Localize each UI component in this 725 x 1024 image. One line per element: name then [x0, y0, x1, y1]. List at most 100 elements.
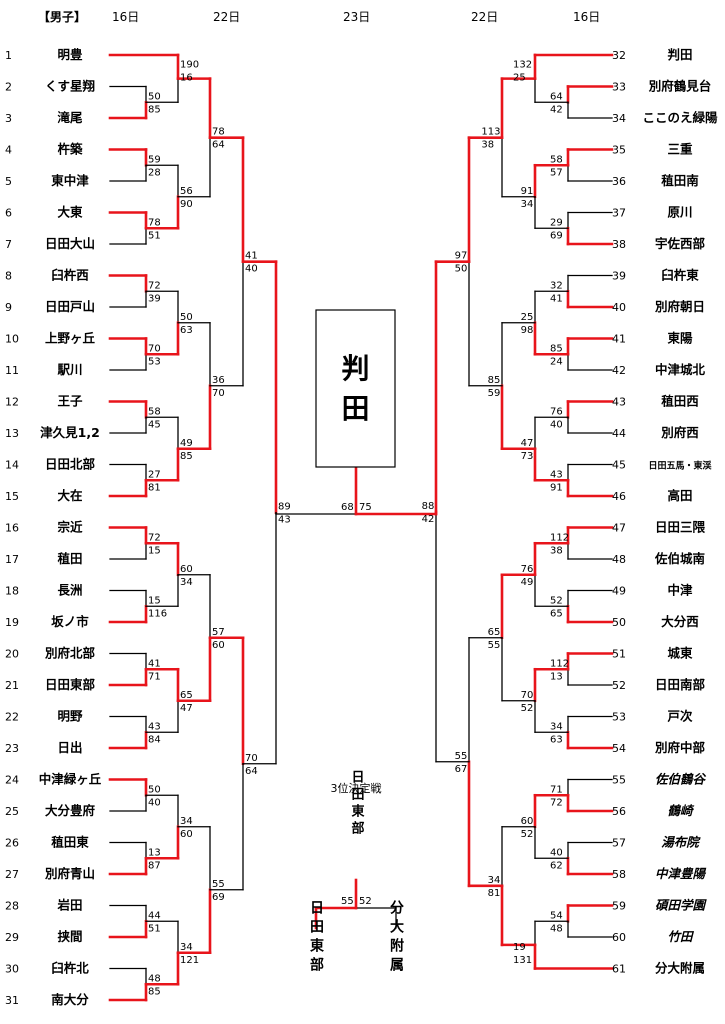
- team-name: 中津豊陽: [655, 866, 707, 881]
- team-name: 岩田: [56, 898, 82, 913]
- team-name: 日田戸山: [45, 299, 95, 314]
- team-number: 16: [5, 522, 19, 535]
- team-name: 杵築: [57, 142, 83, 157]
- score-label: 70: [245, 753, 258, 764]
- score-label: 121: [180, 955, 199, 966]
- team-name: 坂ノ市: [51, 614, 89, 629]
- score-label: 19: [513, 942, 526, 953]
- team-number: 44: [612, 427, 626, 440]
- score-label: 57: [212, 627, 225, 638]
- team-name: 日田北部: [45, 457, 96, 472]
- score-label: 28: [148, 167, 161, 178]
- score-label: 97: [455, 251, 468, 262]
- score-label: 71: [550, 784, 563, 795]
- score-label: 72: [148, 532, 161, 543]
- team-name: 鶴崎: [667, 803, 695, 818]
- scores: 5085592878517239705358452781721515116417…: [148, 60, 569, 998]
- score-label: 73: [521, 451, 534, 462]
- score-label: 47: [521, 438, 534, 449]
- team-number: 27: [5, 868, 19, 881]
- score-label: 88: [422, 501, 435, 512]
- score-label: 32: [550, 280, 563, 291]
- team-name: 稙田: [57, 551, 82, 566]
- team-name: 分大附属: [655, 961, 705, 976]
- score-label: 65: [550, 608, 563, 619]
- score-label: 53: [148, 356, 161, 367]
- team-number: 6: [5, 207, 12, 220]
- score-label: 40: [550, 847, 563, 858]
- score-label: 69: [550, 230, 563, 241]
- score-label: 91: [521, 186, 534, 197]
- team-name: 南大分: [51, 992, 89, 1007]
- score-label: 84: [148, 734, 161, 745]
- score-label: 64: [245, 766, 258, 777]
- team-number: 26: [5, 837, 19, 850]
- date-left-r1: 16日: [112, 10, 139, 24]
- score-label: 63: [550, 734, 563, 745]
- team-number: 23: [5, 742, 19, 755]
- score-label: 57: [550, 167, 563, 178]
- team-number: 35: [612, 144, 626, 157]
- team-name: ここのえ緑陽: [642, 110, 718, 125]
- third-place-left-team: 日田東部: [308, 900, 324, 976]
- team-number: 4: [5, 144, 12, 157]
- team-number: 48: [612, 553, 626, 566]
- team-name: 上野ヶ丘: [45, 331, 96, 346]
- team-number: 41: [612, 333, 626, 346]
- team-name: 中津城北: [655, 362, 706, 377]
- team-name: 滝尾: [57, 110, 83, 125]
- score-label: 27: [148, 469, 161, 480]
- team-name: 大分西: [661, 614, 699, 629]
- team-name: 別府鶴見台: [648, 79, 712, 94]
- team-number: 24: [5, 774, 19, 787]
- team-number: 10: [5, 333, 19, 346]
- team-name: 中津: [667, 583, 693, 598]
- team-number: 29: [5, 931, 19, 944]
- score-label: 87: [148, 860, 161, 871]
- team-number: 7: [5, 238, 12, 251]
- score-label: 15: [148, 545, 161, 556]
- score-label: 85: [550, 343, 563, 354]
- third-place-right-team: 分大附属: [388, 900, 404, 976]
- score-label: 41: [245, 251, 258, 262]
- team-name: 戸次: [667, 709, 693, 724]
- team-number: 13: [5, 427, 19, 440]
- score-label: 78: [212, 127, 225, 138]
- score-label: 16: [180, 73, 193, 84]
- team-name: 宇佐西部: [655, 236, 706, 251]
- score-label: 34: [488, 875, 501, 886]
- third-place-score: 55: [341, 896, 354, 907]
- score-label: 38: [481, 140, 494, 151]
- score-label: 38: [550, 545, 563, 556]
- score-label: 15: [148, 595, 161, 606]
- team-number: 9: [5, 301, 12, 314]
- champion-frame: [315, 309, 396, 468]
- team-name: 別府中部: [654, 740, 706, 755]
- score-label: 39: [148, 293, 161, 304]
- header: 【男子】 16日 22日 23日 22日 16日: [38, 9, 600, 24]
- score-label: 13: [148, 847, 161, 858]
- score-label: 69: [212, 892, 225, 903]
- score-label: 132: [513, 60, 532, 71]
- team-name: 佐伯鶴谷: [655, 772, 707, 787]
- score-label: 24: [550, 356, 563, 367]
- score-label: 42: [550, 104, 563, 115]
- vertical-team-name: 日田東部: [308, 900, 324, 976]
- score-label: 54: [550, 910, 563, 921]
- champion-box: 判 田: [315, 309, 396, 468]
- team-name: 高田: [667, 488, 692, 503]
- score-label: 52: [550, 595, 563, 606]
- final-score: 75: [359, 502, 372, 513]
- score-label: 44: [148, 910, 161, 921]
- team-number: 19: [5, 616, 19, 629]
- score-label: 58: [550, 154, 563, 165]
- team-name: 明豊: [57, 47, 83, 62]
- score-label: 70: [212, 388, 225, 399]
- score-label: 91: [550, 482, 563, 493]
- score-label: 34: [521, 199, 534, 210]
- score-label: 65: [180, 690, 193, 701]
- team-number: 20: [5, 648, 19, 661]
- score-label: 71: [148, 671, 161, 682]
